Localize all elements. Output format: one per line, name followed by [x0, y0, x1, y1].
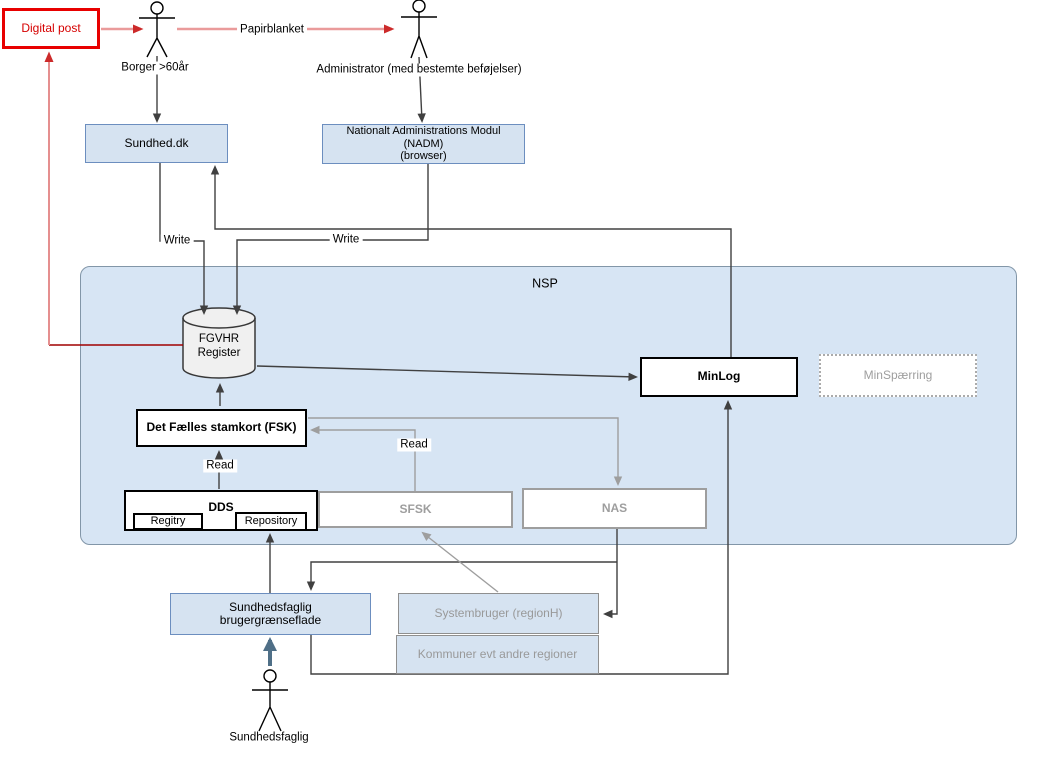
kommuner-node: Kommuner evt andre regioner — [396, 635, 599, 674]
sundhedsfaglig-ui-node: Sundhedsfaglig brugergrænseflade — [170, 593, 371, 635]
gray-connectors — [308, 417, 623, 593]
dds-registry-node: Regitry — [133, 513, 203, 530]
sundhed-dk-node: Sundhed.dk — [85, 124, 228, 163]
borger-actor-label: Borger >60år — [118, 61, 192, 75]
edge-fsk-to-nas — [308, 417, 623, 486]
minspaerring-node: MinSpærring — [819, 354, 977, 397]
administrator-actor-figure — [401, 0, 437, 59]
read-dds-edge-label: Read — [203, 459, 237, 473]
write-nadm-edge-label: Write — [329, 233, 363, 247]
administrator-actor-label: Administrator (med bestemte beføjelser) — [313, 63, 525, 77]
dds-repository-node: Repository — [235, 512, 307, 531]
read-sfsk-edge-label: Read — [397, 438, 431, 452]
digital-post-node: Digital post — [2, 8, 100, 49]
nadm-node: Nationalt Administrations Modul (NADM) (… — [322, 124, 525, 164]
papirblanket-edge-label: Papirblanket — [237, 23, 307, 37]
fsk-node: Det Fælles stamkort (FSK) — [136, 409, 307, 447]
edge-nas-to-systembruger — [603, 529, 618, 619]
borger-actor-figure — [139, 1, 175, 58]
edge-sundhedsfaglig-ui-to-minlog — [310, 400, 733, 675]
write-sundhed-edge-label: Write — [160, 234, 194, 248]
edge-nas-to-sundhedsfaglig-ui — [306, 561, 617, 591]
edge-sfsk-read-fsk — [310, 425, 416, 491]
edge-minlog-to-sundheddk — [210, 165, 732, 357]
minlog-node: MinLog — [640, 357, 798, 397]
sundhedsfaglig-actor-figure — [252, 669, 288, 732]
edge-fgvhr-to-minlog — [256, 365, 638, 381]
sundhedsfaglig-actor-label: Sundhedsfaglig — [226, 731, 312, 745]
dds-label: DDS — [208, 500, 234, 514]
dds-node: DDS Regitry Repository — [124, 490, 318, 531]
edge-systembruger-to-sfsk — [421, 531, 499, 593]
dark-connectors — [152, 56, 733, 675]
systembruger-node: Systembruger (regionH) — [398, 593, 599, 634]
fgvhr-register-label: FGVHR Register — [197, 333, 241, 359]
nsp-label: NSP — [532, 276, 558, 291]
nas-node: NAS — [522, 488, 707, 529]
sfsk-node: SFSK — [318, 491, 513, 528]
